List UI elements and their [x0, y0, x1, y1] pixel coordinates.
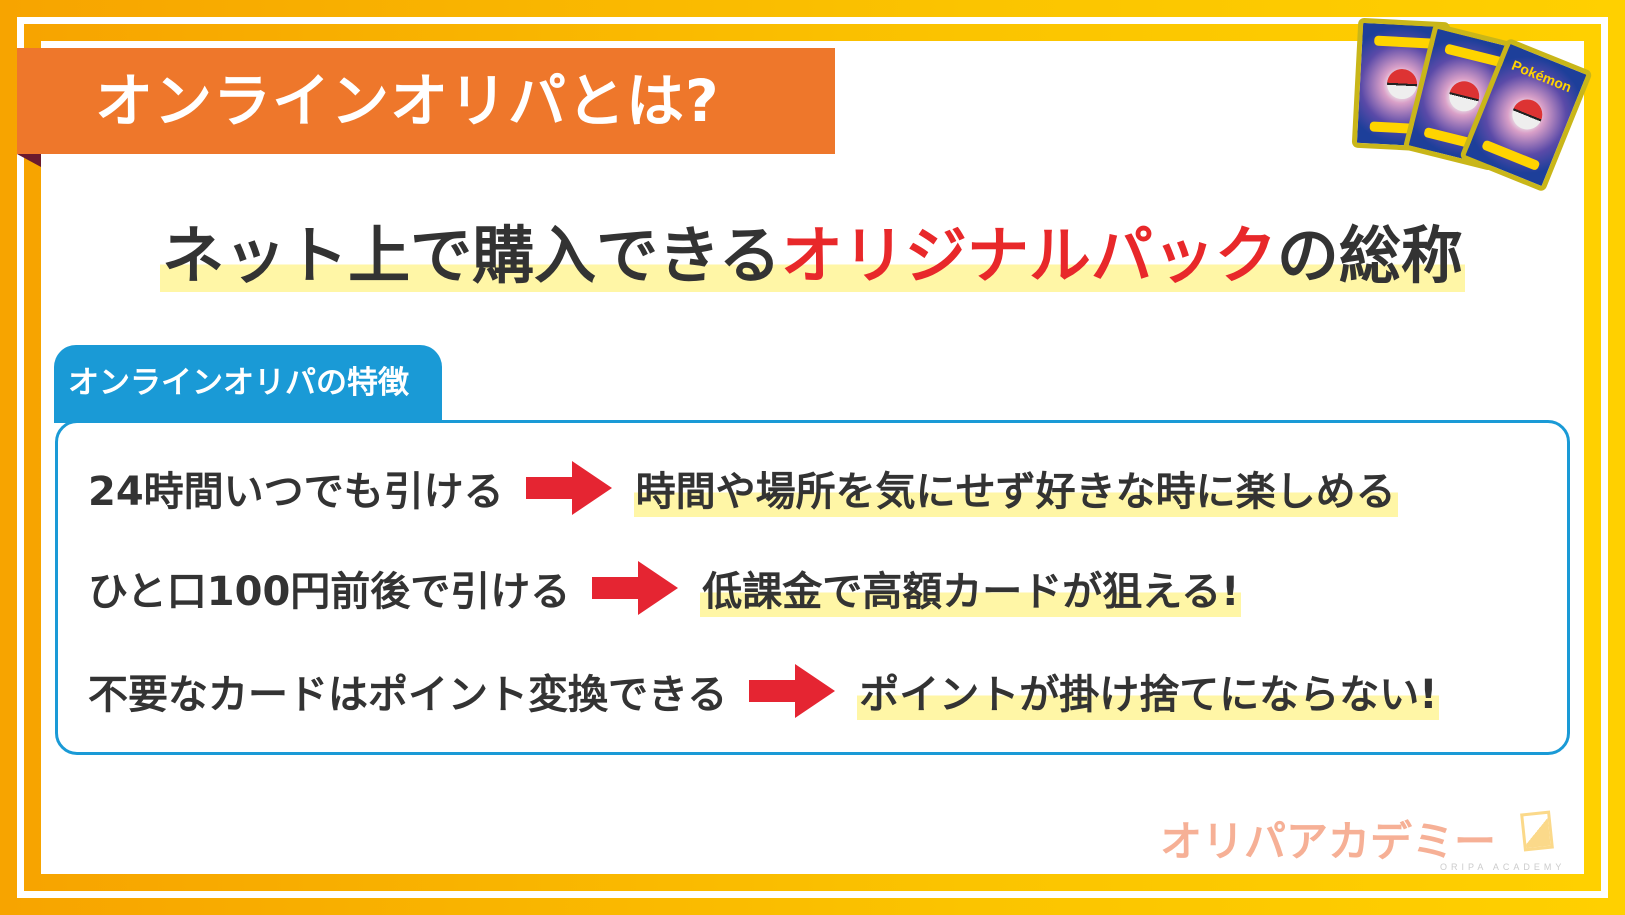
- arrow-right-icon: [592, 561, 679, 615]
- page-title: オンラインオリパとは?: [95, 67, 720, 135]
- benefit-text: 時間や場所を気にせず好きな時に楽しめる: [633, 459, 1398, 517]
- feature-text: ひと口100円前後で引ける: [88, 569, 571, 615]
- card-logo-text: Pokémon: [1509, 56, 1574, 96]
- feature-row: 24時間いつでも引ける 時間や場所を気にせず好きな時に楽しめる: [58, 458, 1398, 518]
- card-illustration: Pokémon: [1345, 12, 1625, 202]
- banner-fold: [17, 154, 41, 167]
- card-logo-icon: [1520, 810, 1554, 852]
- feature-text: 不要なカードはポイント変換できる: [88, 672, 728, 718]
- features-tab-label: オンラインオリパの特徴: [68, 365, 409, 401]
- features-tab: オンラインオリパの特徴: [54, 345, 442, 423]
- benefit-text: ポイントが掛け捨てにならない!: [857, 662, 1440, 720]
- arrow-right-icon: [525, 461, 612, 515]
- headline-emphasis: オリジナルパック: [780, 219, 1277, 292]
- arrow-right-icon: [749, 664, 836, 718]
- headline-after: の総称: [1276, 219, 1463, 292]
- benefit-text: 低課金で高額カードが狙える!: [700, 559, 1242, 617]
- feature-row: 不要なカードはポイント変換できる ポイントが掛け捨てにならない!: [58, 661, 1440, 721]
- header-banner: オンラインオリパとは?: [17, 48, 835, 154]
- headline-before: ネット上で購入できる: [162, 219, 781, 292]
- feature-text: 24時間いつでも引ける: [88, 469, 504, 515]
- headline: ネット上で購入できるオリジナルパックの総称: [0, 205, 1625, 295]
- brand-logo: オリパアカデミー: [1160, 817, 1497, 866]
- features-box: 24時間いつでも引ける 時間や場所を気にせず好きな時に楽しめる ひと口100円前…: [55, 420, 1570, 755]
- brand-subtitle: ORIPA ACADEMY: [1440, 862, 1566, 872]
- feature-row: ひと口100円前後で引ける 低課金で高額カードが狙える!: [58, 558, 1242, 618]
